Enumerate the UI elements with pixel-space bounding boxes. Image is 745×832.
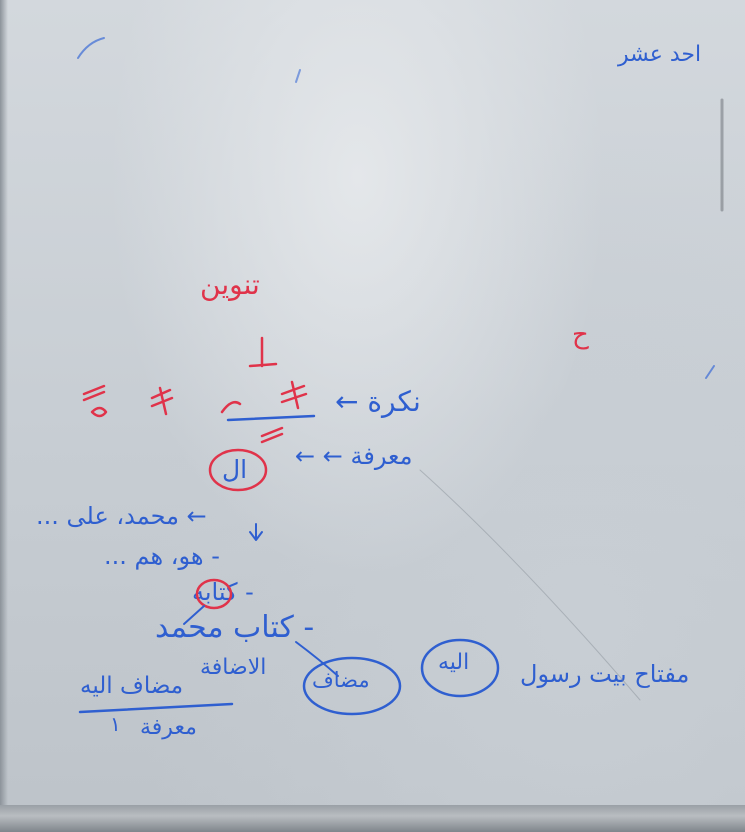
right-tick	[705, 365, 715, 379]
red-double-fatha	[82, 384, 106, 402]
small-down-arrow	[249, 523, 263, 541]
top-left-tick	[77, 37, 105, 59]
ilayh-circle	[420, 638, 500, 698]
blue-underline	[226, 414, 316, 422]
tanween-word: تنوين	[200, 268, 260, 301]
maarifa-word: معرفة	[140, 715, 197, 740]
red-not-equal-2	[280, 380, 308, 410]
nakira-line: نكرة ←	[335, 385, 421, 418]
mudaf-ilayh: مضاف اليه	[80, 673, 184, 699]
red-not-equal-1	[150, 386, 174, 416]
red-letter: ح	[572, 320, 589, 350]
red-double-kasra	[260, 426, 284, 444]
mudaf-connector	[295, 641, 339, 677]
marifa-line: معرفة ← ←	[295, 442, 413, 470]
pronouns-line: - هو، هم ...	[104, 542, 220, 570]
fraction-line	[78, 702, 234, 714]
top-mid-tick	[295, 69, 301, 83]
example-phrase: مفتاح بيت رسول	[520, 660, 690, 688]
ha-circle	[195, 578, 233, 610]
ilayh-circled: اليه	[438, 650, 470, 675]
red-arrow-bar	[248, 362, 278, 368]
red-ta-marbuta	[90, 406, 108, 418]
whiteboard	[0, 0, 745, 805]
mudaf-circled: مضاف	[312, 668, 370, 692]
board-title: احد عشر	[618, 42, 702, 67]
board-scratch	[419, 469, 641, 701]
al-circled: ال	[222, 455, 248, 484]
red-damma-mark	[220, 401, 242, 414]
number-one: ١	[110, 712, 121, 736]
names-line: ← محمد، على ...	[36, 502, 207, 530]
mudaf-circle	[302, 656, 402, 716]
board-left-edge	[0, 0, 8, 805]
board-strokes	[77, 37, 724, 716]
kitab-muhammad-line: - كتاب محمد	[155, 610, 315, 645]
board-tray	[0, 805, 745, 832]
al-circle	[208, 448, 268, 492]
iddafa-word: الاضافة	[200, 655, 267, 680]
ha-connector	[183, 605, 205, 625]
